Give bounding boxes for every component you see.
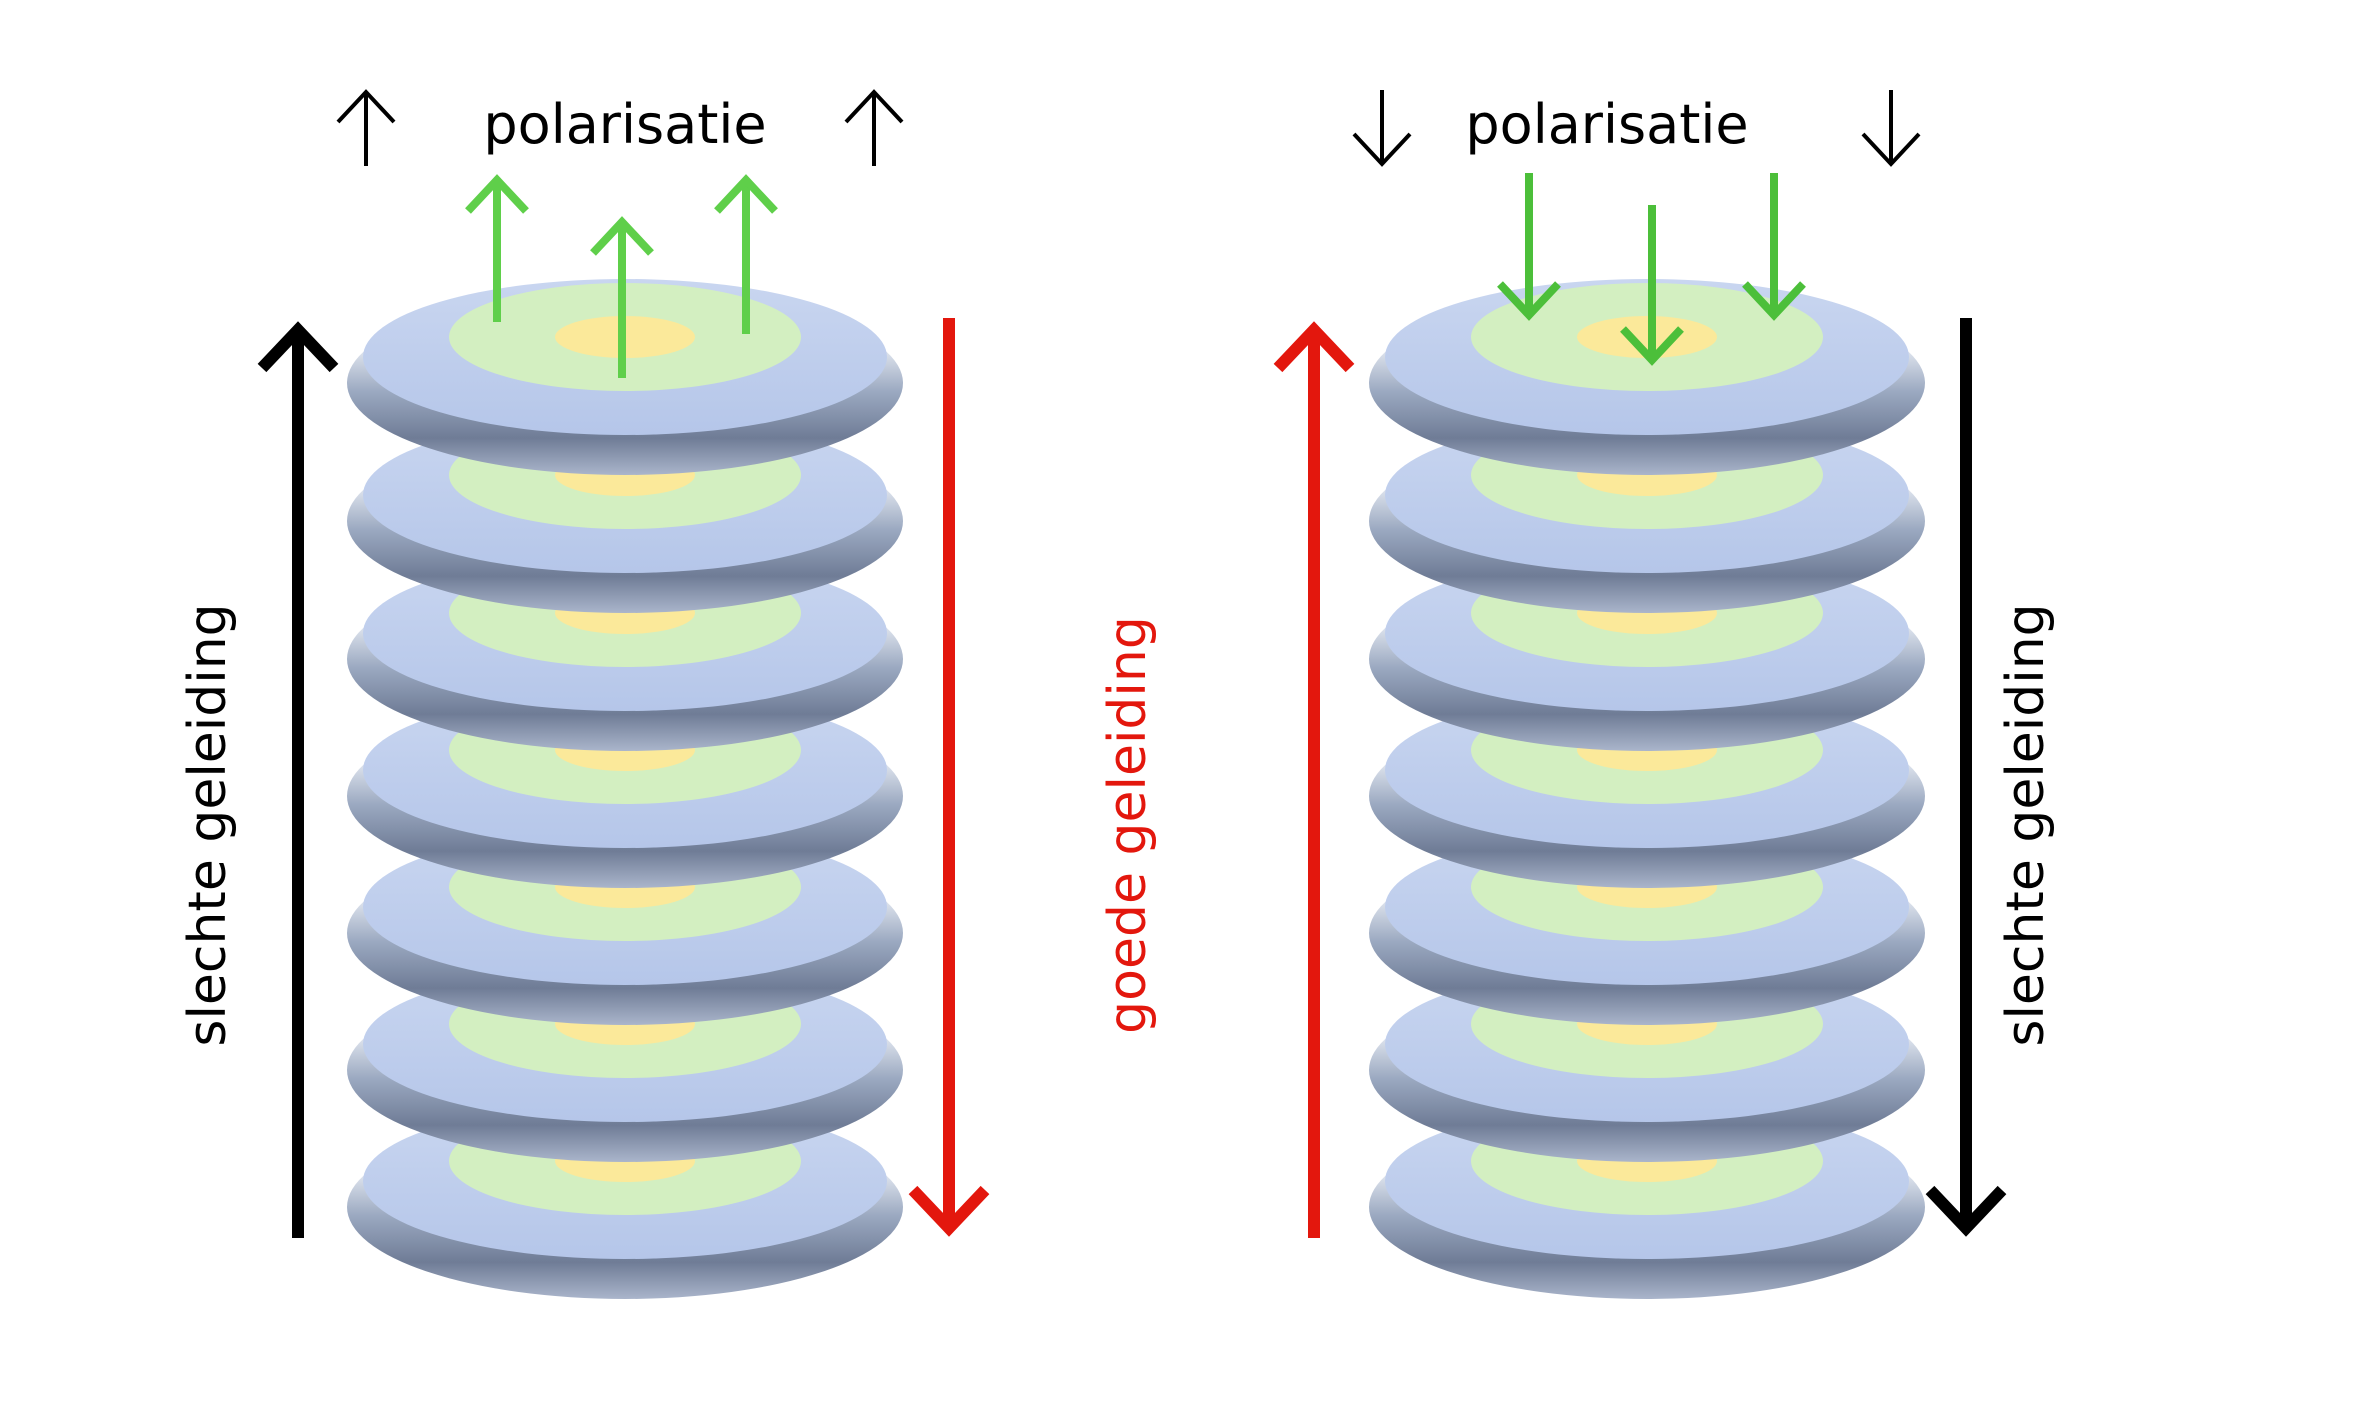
right-disc-1 [1369,279,1925,475]
right-conduction-down-arrow [1925,318,2007,1237]
right-polarization-down-arrow-2 [1861,90,1921,167]
left-dipole-arrow-1 [465,174,529,322]
right-polarization-label: polarisatie [1465,93,1748,156]
right-dipole-arrow-2 [1620,205,1684,366]
left-dipole-arrows [465,174,778,378]
right-dipole-arrows [1497,173,1806,366]
right-disc-stack [1369,279,1925,1299]
right-polarization-down-arrow-1 [1352,90,1412,167]
left-dipole-arrow-2 [590,216,654,378]
left-panel: polarisatie slechte geleiding [178,89,1158,1299]
right-dipole-arrow-1 [1497,173,1561,321]
left-polarization-up-arrow-1 [336,89,396,166]
left-polarization-up-arrow-2 [844,89,904,166]
right-conduction-up-arrow [1273,321,1355,1238]
left-disc-stack [347,279,903,1299]
left-polarization-label: polarisatie [483,93,766,156]
right-panel: polarisatie [1273,90,2056,1299]
left-conduction-up-arrow [257,321,339,1238]
good-conduction-label: goede geleiding [1098,616,1158,1034]
disc-center-zone [1577,316,1717,358]
right-dipole-arrow-3 [1742,173,1806,321]
left-dipole-arrow-3 [714,174,778,334]
left-conduction-down-arrow [908,318,990,1237]
left-bad-conduction-label: slechte geleiding [178,603,238,1046]
left-disc-4 [347,692,903,888]
right-bad-conduction-label: slechte geleiding [1996,603,2056,1046]
